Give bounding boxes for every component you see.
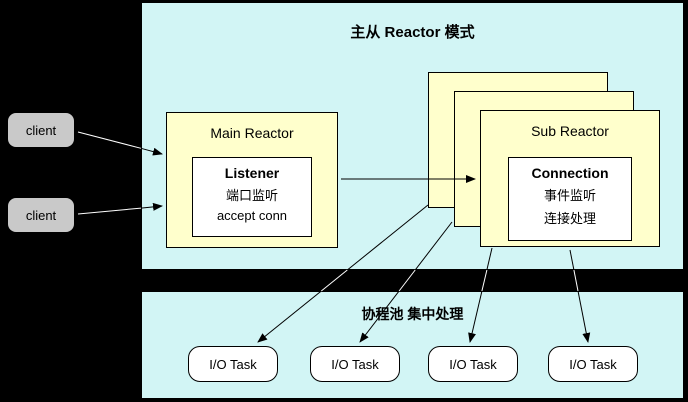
connection-box: Connection 事件监听 连接处理 (508, 157, 632, 241)
io-task-box-3: I/O Task (428, 346, 518, 382)
sub-reactor-box: Sub Reactor Connection 事件监听 连接处理 (480, 110, 660, 247)
io-task-box-1: I/O Task (188, 346, 278, 382)
main-reactor-label: Main Reactor (210, 125, 294, 141)
client-label: client (25, 122, 57, 138)
listener-title: Listener (224, 165, 280, 181)
coroutine-pool-panel: 协程池 集中处理 (141, 291, 684, 399)
connection-line-handle: 连接处理 (543, 211, 596, 226)
client-box-1: client (8, 113, 74, 147)
io-task-label: I/O Task (209, 356, 257, 372)
io-task-label: I/O Task (569, 356, 617, 372)
io-task-label: I/O Task (331, 356, 379, 372)
connection-title: Connection (531, 165, 609, 181)
listener-line-accept: accept conn (216, 208, 288, 223)
client-label: client (25, 207, 57, 223)
sub-reactor-label: Sub Reactor (531, 123, 609, 139)
reactor-panel-title: 主从 Reactor 模式 (350, 24, 475, 41)
connection-line-events: 事件监听 (543, 188, 596, 203)
io-task-label: I/O Task (449, 356, 497, 372)
listener-box: Listener 端口监听 accept conn (192, 157, 312, 237)
io-task-box-4: I/O Task (548, 346, 638, 382)
io-task-box-2: I/O Task (310, 346, 400, 382)
listener-line-port: 端口监听 (225, 188, 278, 203)
main-reactor-box: Main Reactor Listener 端口监听 accept conn (166, 112, 338, 248)
client-box-2: client (8, 198, 74, 232)
coroutine-pool-title: 协程池 集中处理 (361, 306, 464, 322)
